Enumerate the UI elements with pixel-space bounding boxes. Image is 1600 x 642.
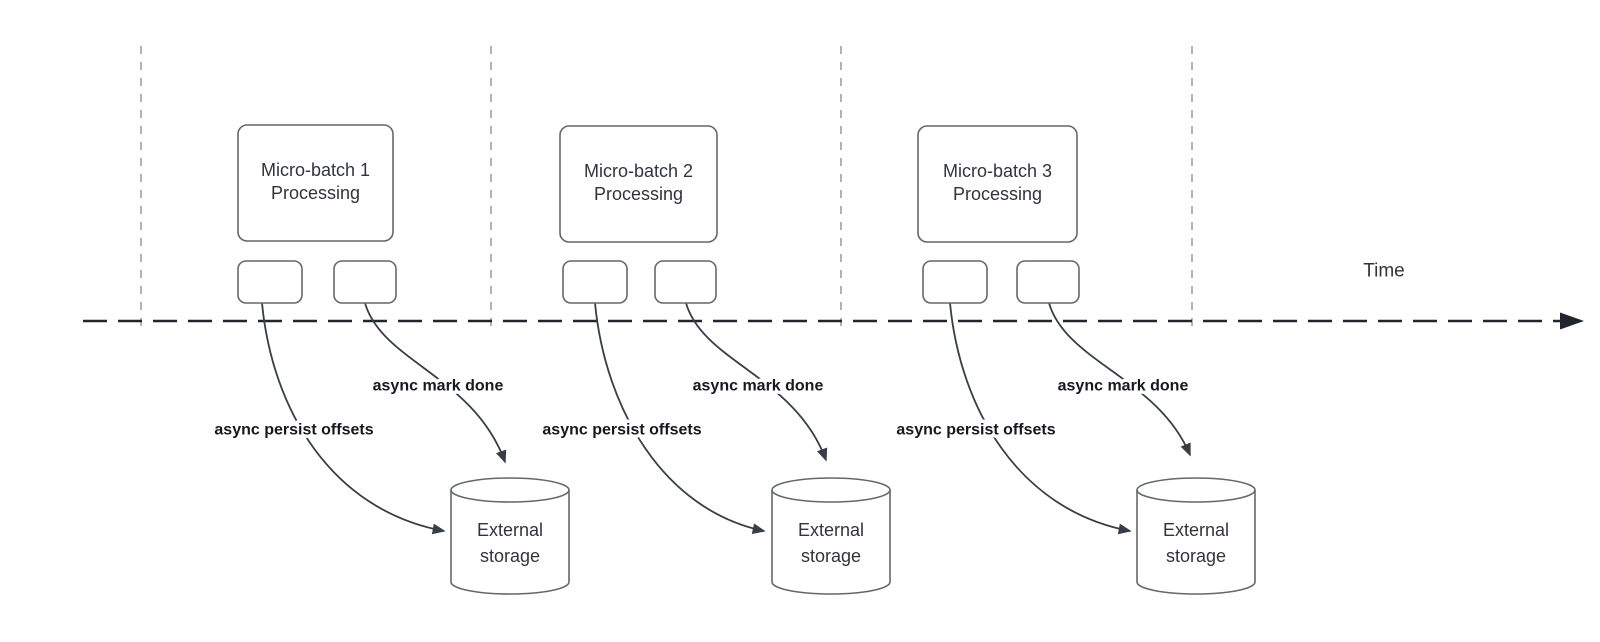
processing-box-3-title-line1: Micro-batch 3 [943,161,1052,181]
persist-offsets-arrow-2 [594,302,766,534]
persist-offsets-arrow-3 [949,302,1132,535]
processing-box-3 [917,125,1078,243]
external-storage-cylinder-3: External storage [1136,477,1256,595]
mark-done-label-1: async mark done [373,378,504,395]
storage-label-line2: storage [480,546,540,566]
storage-label-line1: External [477,520,543,540]
persist-offsets-label-2: async persist offsets [542,422,701,439]
persist-offsets-label-1: async persist offsets [214,422,373,439]
external-storage-cylinder-2: External storage [771,477,891,595]
persist-offsets-task-box-2 [562,260,628,304]
processing-box-1 [237,124,394,242]
mark-done-arrow-3 [1048,302,1191,457]
mark-done-label-3: async mark done [1058,378,1189,395]
microbatch-group-1: Micro-batch 1 Processing External storag… [211,124,570,595]
processing-box-2-title-line1: Micro-batch 2 [584,161,693,181]
mark-done-task-box-2 [654,260,717,304]
mark-done-task-box-1 [333,260,397,304]
mark-done-arrow-2 [685,302,828,462]
timeline-arrowhead-icon [1560,312,1584,330]
timeline-label: Time [1363,261,1405,282]
persist-offsets-task-box-1 [237,260,303,304]
external-storage-cylinder-1: External storage [450,477,570,595]
mark-done-task-box-3 [1016,260,1080,304]
processing-box-1-title-line2: Processing [271,183,360,203]
storage-label-line1: External [798,520,864,540]
storage-label-line2: storage [801,546,861,566]
microbatch-group-2: Micro-batch 2 Processing External storag… [539,125,891,595]
storage-label-line1: External [1163,520,1229,540]
persist-offsets-arrow-1 [261,302,446,535]
processing-box-1-title-line1: Micro-batch 1 [261,160,370,180]
processing-box-3-title-line2: Processing [953,184,1042,204]
processing-box-2 [559,125,718,243]
mark-done-arrow-1 [364,302,507,464]
mark-done-label-2: async mark done [693,378,824,395]
persist-offsets-task-box-3 [922,260,988,304]
persist-offsets-label-3: async persist offsets [896,422,1055,439]
storage-label-line2: storage [1166,546,1226,566]
processing-box-2-title-line2: Processing [594,184,683,204]
microbatch-group-3: Micro-batch 3 Processing External storag… [893,125,1256,595]
